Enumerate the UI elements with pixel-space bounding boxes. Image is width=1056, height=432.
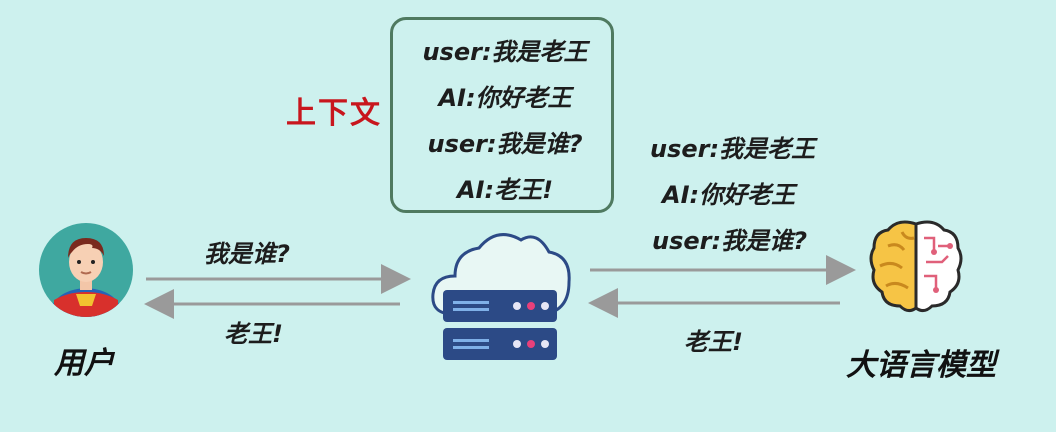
context-line-1: user:我是老王 (422, 38, 588, 66)
llm-input-line-2: AI:你好老王 (662, 181, 796, 209)
llm-input-line-1: user:我是老王 (650, 135, 816, 163)
cloud-server-icon (425, 222, 575, 372)
brain-chip-icon (868, 216, 964, 316)
server-reply-to-user: 老王! (224, 320, 283, 348)
user-message: 我是谁? (204, 240, 290, 268)
superhero-avatar-icon (38, 222, 134, 318)
context-box: user:我是老王 AI:你好老王 user:我是谁? AI:老王! (390, 17, 614, 213)
llm-reply: 老王! (684, 328, 743, 356)
context-line-3: user:我是谁? (427, 130, 583, 158)
context-line-2: AI:你好老王 (438, 84, 572, 112)
llm-label: 大语言模型 (846, 348, 996, 383)
context-line-4: AI:老王! (456, 176, 554, 204)
context-label: 上下文 (286, 96, 382, 131)
user-label: 用户 (54, 346, 114, 381)
llm-input-line-3: user:我是谁? (652, 227, 808, 255)
